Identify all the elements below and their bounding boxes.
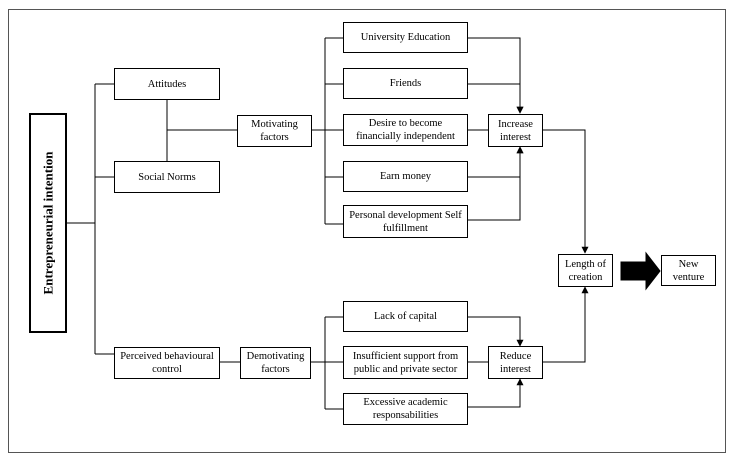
block-arrow xyxy=(620,251,661,291)
entrepreneurial-intention-label: Entrepreneurial intention xyxy=(40,151,56,295)
arrow-personal-to-increase xyxy=(468,146,524,221)
motivating-factors-box: Motivating factors xyxy=(237,115,312,147)
perceived-control-box: Perceived behavioural control xyxy=(114,347,220,379)
arrow-friends-to-increase xyxy=(468,83,524,114)
arrow-earn-to-increase xyxy=(468,146,524,178)
personal-development-box: Personal development Self fulfillment xyxy=(343,205,468,238)
financially-independent-box: Desire to become financially independent xyxy=(343,114,468,146)
arrow-university-to-increase xyxy=(468,37,524,114)
reduce-interest-box: Reduce interest xyxy=(488,346,543,379)
new-venture-box: New venture xyxy=(661,255,716,286)
arrow-lack-to-reduce xyxy=(468,316,524,347)
excessive-academic-box: Excessive academic responsabilities xyxy=(343,393,468,425)
entrepreneurial-intention-box: Entrepreneurial intention xyxy=(29,113,67,333)
demotivating-factors-box: Demotivating factors xyxy=(240,347,311,379)
earn-money-box: Earn money xyxy=(343,161,468,192)
increase-interest-box: Increase interest xyxy=(488,114,543,147)
social-norms-box: Social Norms xyxy=(114,161,220,193)
arrow-reduce-to-length xyxy=(543,286,589,363)
diagram-frame xyxy=(8,9,726,453)
attitudes-box: Attitudes xyxy=(114,68,220,100)
university-education-box: University Education xyxy=(343,22,468,53)
arrow-increase-to-length xyxy=(543,129,589,254)
arrow-academic-to-reduce xyxy=(468,378,524,408)
length-of-creation-box: Length of creation xyxy=(558,254,613,287)
lack-of-capital-box: Lack of capital xyxy=(343,301,468,332)
friends-box: Friends xyxy=(343,68,468,99)
insufficient-support-box: Insufficient support from public and pri… xyxy=(343,346,468,379)
